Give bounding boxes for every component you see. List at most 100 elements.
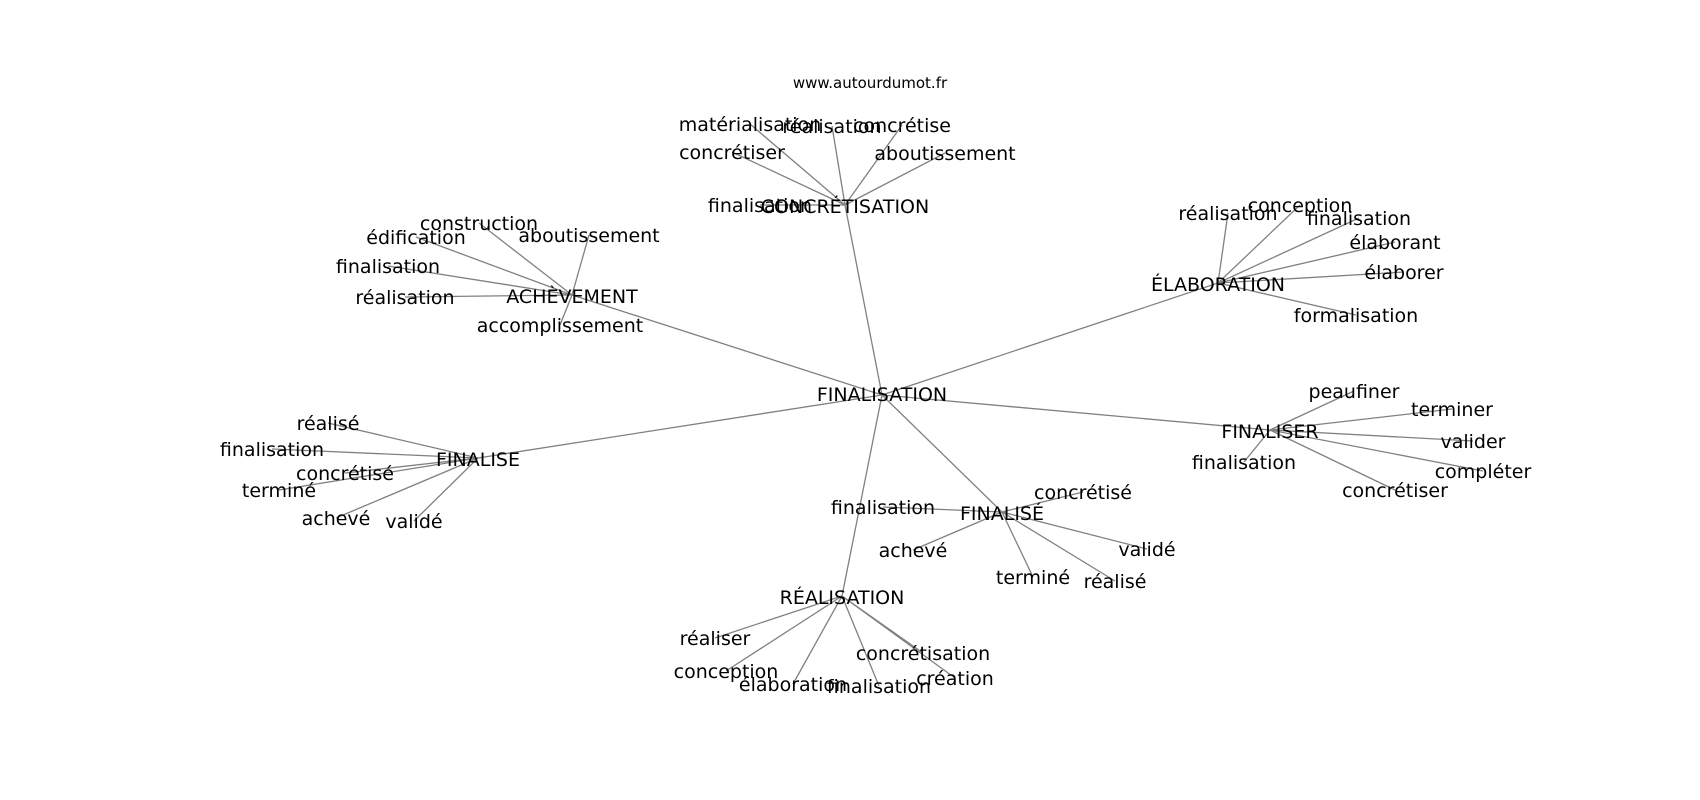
edge-hub-to-leaf (1217, 217, 1360, 284)
edge-hub-to-leaf (725, 595, 843, 672)
edges-layer (271, 123, 1484, 687)
leaf-node[interactable]: achevé (302, 508, 371, 530)
leaf-node[interactable]: peaufiner (1309, 381, 1400, 403)
edge-hub-to-leaf (1217, 204, 1301, 284)
source-label[interactable]: www.autourdumot.fr (793, 74, 948, 92)
hub-node[interactable]: CONCRÉTISATION (761, 195, 929, 218)
leaf-node[interactable]: élaboration (739, 674, 847, 696)
leaf-node[interactable]: construction (420, 213, 538, 235)
leaf-node[interactable]: terminer (1411, 399, 1493, 421)
leaf-node[interactable]: terminé (996, 567, 1070, 589)
edge-hub-to-leaf (912, 511, 1003, 551)
leaf-node[interactable]: réalisation (355, 287, 454, 309)
edge-hub-to-leaf (1269, 390, 1355, 431)
edge-hub-to-leaf (271, 448, 479, 459)
leaf-node[interactable]: finalisation (220, 439, 324, 461)
edge-hub-to-leaf (278, 457, 479, 491)
leaf-node[interactable]: achevé (879, 540, 948, 562)
edge-center-to-hub (881, 394, 1271, 431)
edge-hub-to-leaf (1269, 408, 1453, 431)
edge-hub-to-leaf (1001, 511, 1148, 550)
edge-hub-to-leaf (841, 595, 956, 679)
edge-hub-to-leaf (1217, 282, 1357, 316)
edge-hub-to-leaf (1217, 212, 1229, 284)
edge-hub-to-leaf (1269, 429, 1474, 442)
edge-hub-to-leaf (1001, 511, 1034, 578)
labels-layer: www.autourdumot.fr FINALISATION CONCRÉTI… (220, 74, 1532, 698)
leaf-node[interactable]: aboutissement (518, 225, 659, 247)
edge-hub-to-leaf (841, 595, 880, 687)
edge-hub-to-leaf (1001, 511, 1116, 582)
edge-hub-to-leaf (1269, 429, 1484, 472)
edge-center-to-hub (841, 394, 883, 597)
edge-hub-to-leaf (844, 152, 946, 206)
leaf-node[interactable]: matérialisation (679, 114, 822, 136)
leaf-node[interactable]: concrétiser (679, 142, 785, 164)
leaf-node[interactable]: aboutissement (874, 143, 1015, 165)
edge-hub-to-leaf (831, 125, 846, 206)
edge-hub-to-leaf (327, 422, 479, 459)
edge-hub-to-leaf (478, 222, 573, 296)
leaf-node[interactable]: réalisation (782, 116, 881, 138)
edge-center-to-hub (844, 204, 883, 396)
leaf-node[interactable]: finalisation (1307, 208, 1411, 230)
leaf-node[interactable]: finalisation (831, 497, 935, 519)
leaf-node[interactable]: conception (674, 661, 779, 683)
center-node[interactable]: FINALISATION (817, 384, 947, 406)
leaf-node[interactable]: élaborant (1349, 232, 1440, 254)
leaf-node[interactable]: réalisé (297, 413, 360, 435)
edge-hub-to-leaf (844, 124, 903, 206)
leaf-node[interactable]: concrétise (853, 115, 951, 137)
leaf-node[interactable]: finalisation (336, 256, 440, 278)
edge-hub-to-leaf (882, 506, 1003, 513)
edge-hub-to-leaf (792, 595, 843, 685)
leaf-node[interactable]: réalisation (1178, 203, 1277, 225)
edge-hub-to-leaf (1001, 491, 1084, 513)
leaf-node[interactable]: concrétisation (856, 643, 990, 665)
edge-hub-to-leaf (571, 234, 590, 296)
leaf-node[interactable]: valider (1440, 431, 1505, 453)
leaf-node[interactable]: compléter (1435, 461, 1532, 483)
edge-hub-to-leaf (1269, 429, 1396, 491)
hub-node[interactable]: ÉLABORATION (1151, 273, 1285, 296)
leaf-node[interactable]: finalisation (1192, 452, 1296, 474)
leaf-node[interactable]: conception (1248, 195, 1353, 217)
hub-node[interactable]: ACHÈVEMENT (506, 285, 638, 308)
edge-hub-to-leaf (559, 294, 573, 326)
leaf-node[interactable]: formalisation (1294, 305, 1418, 327)
hub-node[interactable]: FINALISE (436, 449, 520, 471)
edge-hub-to-leaf (415, 236, 573, 296)
edge-hub-to-leaf (335, 457, 479, 519)
leaf-node[interactable]: création (916, 668, 994, 690)
leaf-node[interactable]: finalisation (708, 195, 812, 217)
hub-node[interactable]: FINALISÉ (960, 502, 1044, 525)
edge-hub-to-leaf (404, 294, 573, 298)
edge-hub-to-leaf (1243, 429, 1271, 463)
hub-node[interactable]: RÉALISATION (780, 586, 905, 609)
leaf-node[interactable]: réalisé (1084, 571, 1147, 593)
leaf-node[interactable]: concrétisé (1034, 482, 1132, 504)
edge-center-to-hub (477, 394, 883, 459)
leaf-node[interactable]: concrétiser (1342, 480, 1448, 502)
edge-hub-to-leaf (344, 457, 479, 474)
edge-hub-to-leaf (731, 151, 846, 206)
leaf-node[interactable]: finalisation (827, 676, 931, 698)
edge-center-to-hub (881, 394, 1003, 513)
edge-center-to-hub (881, 282, 1219, 396)
edge-hub-to-leaf (714, 595, 843, 639)
edge-hub-to-leaf (413, 457, 479, 522)
edge-hub-to-leaf (387, 265, 573, 296)
leaf-node[interactable]: élaborer (1364, 262, 1443, 284)
leaf-node[interactable]: accomplissement (477, 315, 643, 337)
leaf-node[interactable]: validé (1118, 539, 1175, 561)
leaf-node[interactable]: terminé (242, 480, 316, 502)
hub-node[interactable]: FINALISER (1221, 421, 1318, 443)
leaf-node[interactable]: concrétisé (296, 463, 394, 485)
edge-hub-to-leaf (1217, 241, 1396, 284)
leaf-node[interactable]: réaliser (680, 628, 751, 650)
leaf-node[interactable]: édification (366, 227, 465, 249)
edge-center-to-hub (571, 294, 883, 396)
leaf-node[interactable]: validé (385, 511, 442, 533)
